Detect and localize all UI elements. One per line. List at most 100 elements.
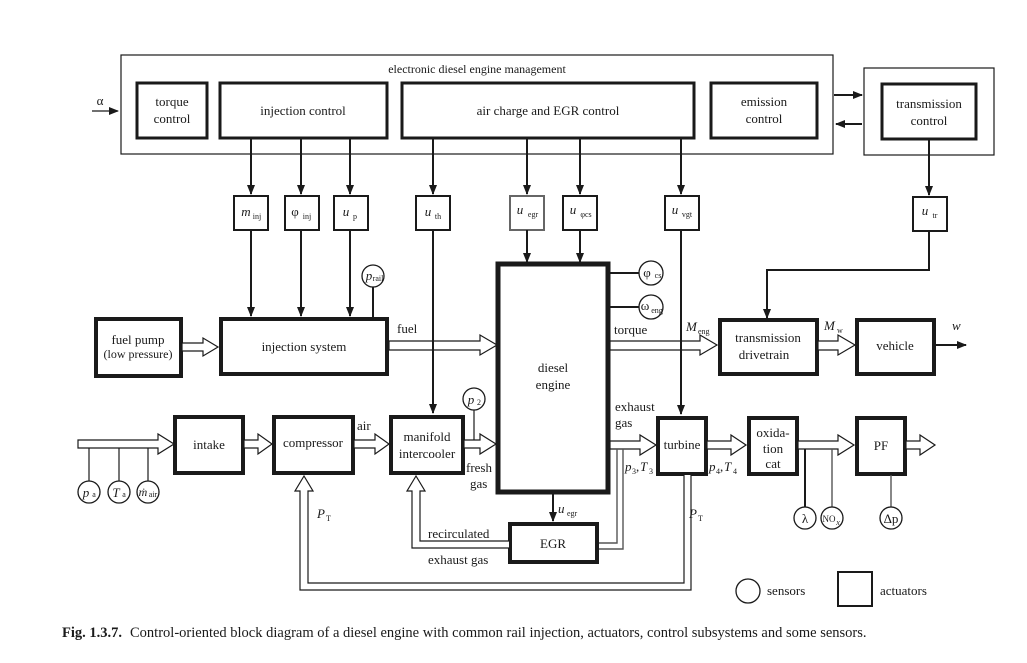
fuel-pump-sublabel: (low pressure) bbox=[104, 347, 173, 361]
intake-label: intake bbox=[193, 437, 225, 452]
actuator-u-p[interactable]: u p bbox=[333, 195, 369, 231]
fuel-pump-to-injection-arrow bbox=[181, 336, 220, 358]
t4-sub: 4 bbox=[733, 467, 737, 476]
exhaust-label: exhaust bbox=[615, 399, 655, 414]
transmission-control-block[interactable]: transmission control bbox=[880, 82, 978, 141]
manifold-line2: intercooler bbox=[399, 446, 456, 461]
pf-block[interactable]: PF bbox=[855, 416, 907, 476]
torque-flow-arrow bbox=[609, 333, 719, 357]
intake-to-compressor-arrow bbox=[243, 432, 274, 456]
intake-block[interactable]: intake bbox=[173, 415, 245, 475]
diesel-engine-line1: diesel bbox=[538, 360, 569, 375]
manifold-intercooler-block[interactable]: manifold intercooler bbox=[389, 415, 465, 475]
u-p-sub: p bbox=[353, 212, 357, 221]
p-rail-main: p bbox=[365, 268, 373, 283]
transmission-control-line2: control bbox=[911, 113, 948, 128]
u-egr-engine-sub: egr bbox=[567, 509, 578, 518]
m-inj-sub: inj bbox=[253, 212, 261, 221]
actuator-u-th[interactable]: u th bbox=[415, 195, 451, 231]
m-air-main: ṁ bbox=[139, 485, 148, 499]
sensor-p-a[interactable]: p a bbox=[77, 480, 101, 504]
sensor-t-a[interactable]: T a bbox=[107, 480, 131, 504]
emission-control-block[interactable]: emission control bbox=[709, 81, 819, 140]
turbine-to-cat-arrow bbox=[706, 433, 748, 457]
delta-p-main: Δp bbox=[884, 511, 899, 526]
fuel-pump-block[interactable]: fuel pump (low pressure) bbox=[94, 317, 183, 378]
compressor-block[interactable]: compressor bbox=[272, 415, 355, 475]
p2-main: p bbox=[467, 392, 475, 407]
fuel-pump-label: fuel pump bbox=[111, 332, 164, 347]
phi-inj-main: φ bbox=[291, 204, 299, 219]
m-air-sub: air bbox=[149, 490, 158, 499]
actuator-u-egr[interactable]: u egr bbox=[509, 195, 545, 231]
oxidation-cat-block[interactable]: oxida- tion cat bbox=[747, 416, 799, 476]
m-eng-sub: eng bbox=[698, 327, 710, 336]
compressor-to-manifold-arrow bbox=[353, 432, 391, 456]
legend-actuators-label: actuators bbox=[880, 583, 927, 598]
egr-block[interactable]: EGR bbox=[508, 522, 599, 564]
sensor-nox[interactable]: NO x bbox=[820, 506, 844, 530]
vehicle-block[interactable]: vehicle bbox=[855, 318, 936, 376]
figure-caption: Fig. 1.3.7. Control-oriented block diagr… bbox=[62, 624, 867, 641]
p3t3-comma: , bbox=[636, 459, 639, 474]
phi-inj-sub: inj bbox=[303, 212, 311, 221]
u-th-main: u bbox=[425, 204, 432, 219]
actuator-u-tr[interactable]: u tr bbox=[912, 196, 948, 232]
legend-sensors-label: sensors bbox=[767, 583, 805, 598]
p-t-left-sub: T bbox=[326, 514, 331, 523]
air-charge-egr-control-block[interactable]: air charge and EGR control bbox=[400, 81, 696, 140]
sensor-lambda[interactable]: λ bbox=[793, 506, 817, 530]
torque-label: torque bbox=[614, 322, 647, 337]
u-th-sub: th bbox=[435, 212, 441, 221]
injection-system-block[interactable]: injection system bbox=[219, 317, 389, 376]
torque-control-block[interactable]: torque control bbox=[135, 81, 209, 140]
omega-eng-main: ω bbox=[641, 298, 650, 313]
p-rail-sub: rail bbox=[373, 274, 384, 283]
drivetrain-line1: transmission bbox=[735, 330, 801, 345]
injection-control-block[interactable]: injection control bbox=[218, 81, 389, 140]
p4-main: p bbox=[708, 459, 716, 474]
emission-control-line2: control bbox=[746, 111, 783, 126]
egr-takeoff-outer bbox=[598, 449, 618, 544]
diesel-engine-block[interactable]: diesel engine bbox=[495, 261, 611, 495]
transmission-drivetrain-block[interactable]: transmission drivetrain bbox=[718, 318, 819, 376]
sensor-omega-eng[interactable]: ω eng bbox=[638, 294, 664, 320]
sensor-m-air[interactable]: ṁ air bbox=[136, 480, 160, 504]
p4t4-comma: , bbox=[720, 459, 723, 474]
actuator-u-vgt[interactable]: u vgt bbox=[664, 195, 700, 231]
emission-control-line1: emission bbox=[741, 94, 788, 109]
actuator-m-inj[interactable]: m inj bbox=[233, 195, 269, 231]
air-charge-egr-control-label: air charge and EGR control bbox=[477, 103, 620, 118]
egr-takeoff-inner bbox=[598, 449, 624, 550]
u-tr-main: u bbox=[922, 203, 929, 218]
m-w-sub: w bbox=[837, 326, 843, 335]
sensor-p2[interactable]: p 2 bbox=[462, 387, 486, 411]
pf-output-arrow bbox=[905, 433, 937, 457]
u-tr-to-drivetrain bbox=[763, 231, 930, 319]
turbine-block[interactable]: turbine bbox=[656, 416, 708, 476]
sensor-delta-p[interactable]: Δp bbox=[879, 506, 903, 530]
turbine-power-return-arrow bbox=[293, 474, 692, 591]
ambient-air-arrow bbox=[77, 432, 176, 456]
cat-line3: cat bbox=[765, 456, 781, 471]
sensor-p-rail[interactable]: p rail bbox=[361, 264, 385, 288]
egr-label: EGR bbox=[540, 536, 566, 551]
u-phics-main: u bbox=[570, 202, 577, 217]
manifold-line1: manifold bbox=[404, 429, 451, 444]
sensor-phi-cs[interactable]: φ cs bbox=[638, 260, 664, 286]
actuator-phi-inj[interactable]: φ inj bbox=[284, 195, 320, 231]
m-w-main: M bbox=[823, 318, 836, 333]
u-egr-main: u bbox=[517, 202, 524, 217]
t4-main: T bbox=[724, 459, 732, 474]
t3-sub: 3 bbox=[649, 467, 653, 476]
exhaust-gas-label: gas bbox=[615, 415, 632, 430]
fuel-label: fuel bbox=[397, 321, 418, 336]
cat-line2: tion bbox=[763, 441, 784, 456]
actuator-u-phics[interactable]: u φcs bbox=[562, 195, 598, 231]
alpha-label: α bbox=[97, 93, 104, 108]
p2-sub: 2 bbox=[477, 398, 481, 407]
lambda-main: λ bbox=[802, 511, 809, 526]
m-eng-main: M bbox=[685, 319, 698, 334]
p-t-right-sub: T bbox=[698, 514, 703, 523]
